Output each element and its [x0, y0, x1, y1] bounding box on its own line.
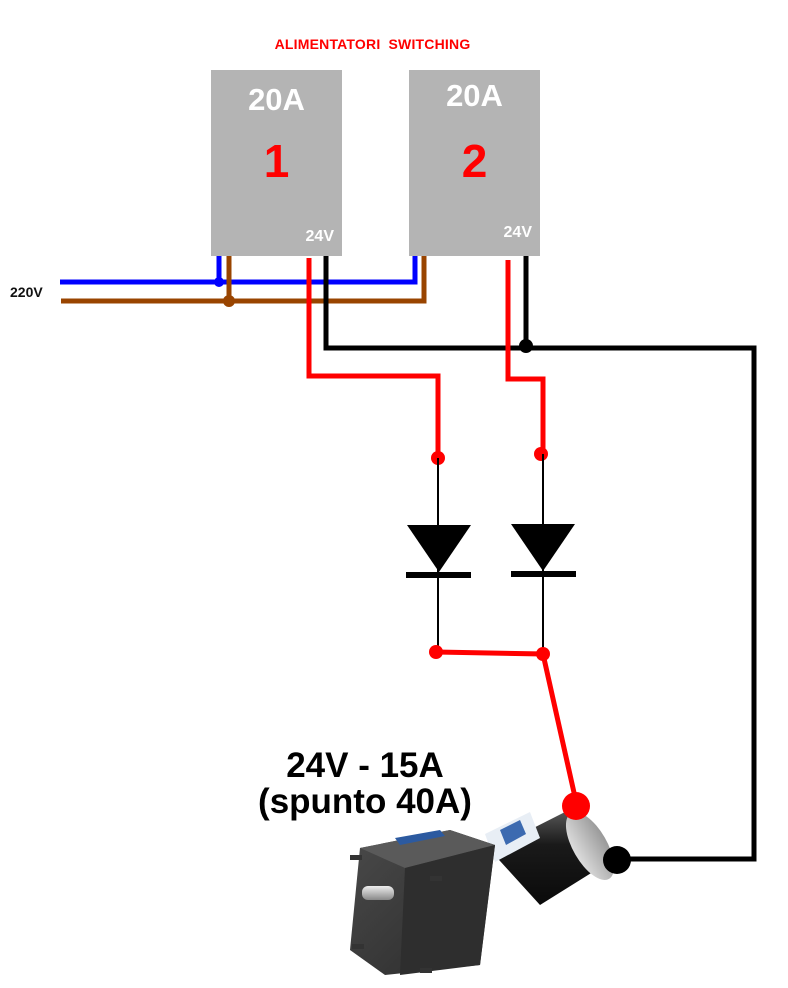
mains-voltage-label: 220V — [10, 284, 43, 300]
psu-number: 1 — [263, 135, 290, 187]
negative-junction — [519, 339, 533, 353]
power-supply-2: 20A 2 24V — [409, 70, 540, 256]
psu-current-rating: 20A — [446, 78, 503, 113]
diagram-title: ALIMENTATORI SWITCHING — [0, 36, 745, 52]
diode-2-anode-node — [534, 447, 548, 461]
power-supply-1: 20A 1 24V — [211, 70, 342, 256]
psu-output-voltage: 24V — [503, 224, 532, 241]
live-wire-psu2 — [229, 256, 427, 304]
neutral-wire-psu2 — [219, 256, 418, 285]
diagram-title-text: ALIMENTATORI SWITCHING — [274, 36, 471, 52]
positive-wire-psu2 — [505, 260, 546, 454]
diode-2-symbol — [511, 524, 575, 571]
motor-negative-terminal — [603, 846, 631, 874]
live-wire — [61, 256, 232, 304]
diode-2-cathode-node — [536, 647, 550, 661]
diode-1-cathode-bar — [406, 572, 471, 578]
neutral-junction — [214, 277, 224, 287]
motor-positive-terminal — [562, 792, 590, 820]
psu-output-voltage: 24V — [305, 228, 334, 245]
motor-inrush-current: (spunto 40A) — [258, 782, 472, 821]
diode-1-cathode-node — [429, 645, 443, 659]
psu-number: 2 — [461, 135, 488, 187]
diode-1-symbol — [407, 525, 471, 572]
negative-wire-psu1 — [323, 256, 757, 862]
psu-current-rating: 20A — [248, 82, 305, 117]
live-junction — [223, 295, 235, 307]
gear-motor-image — [350, 812, 615, 975]
diode-2-cathode-bar — [511, 571, 576, 577]
motor-rating-label: 24V - 15A (spunto 40A) — [240, 748, 490, 820]
neutral-wire — [60, 256, 222, 285]
positive-wire-psu1 — [306, 258, 441, 458]
motor-rating: 24V - 15A — [286, 746, 444, 785]
